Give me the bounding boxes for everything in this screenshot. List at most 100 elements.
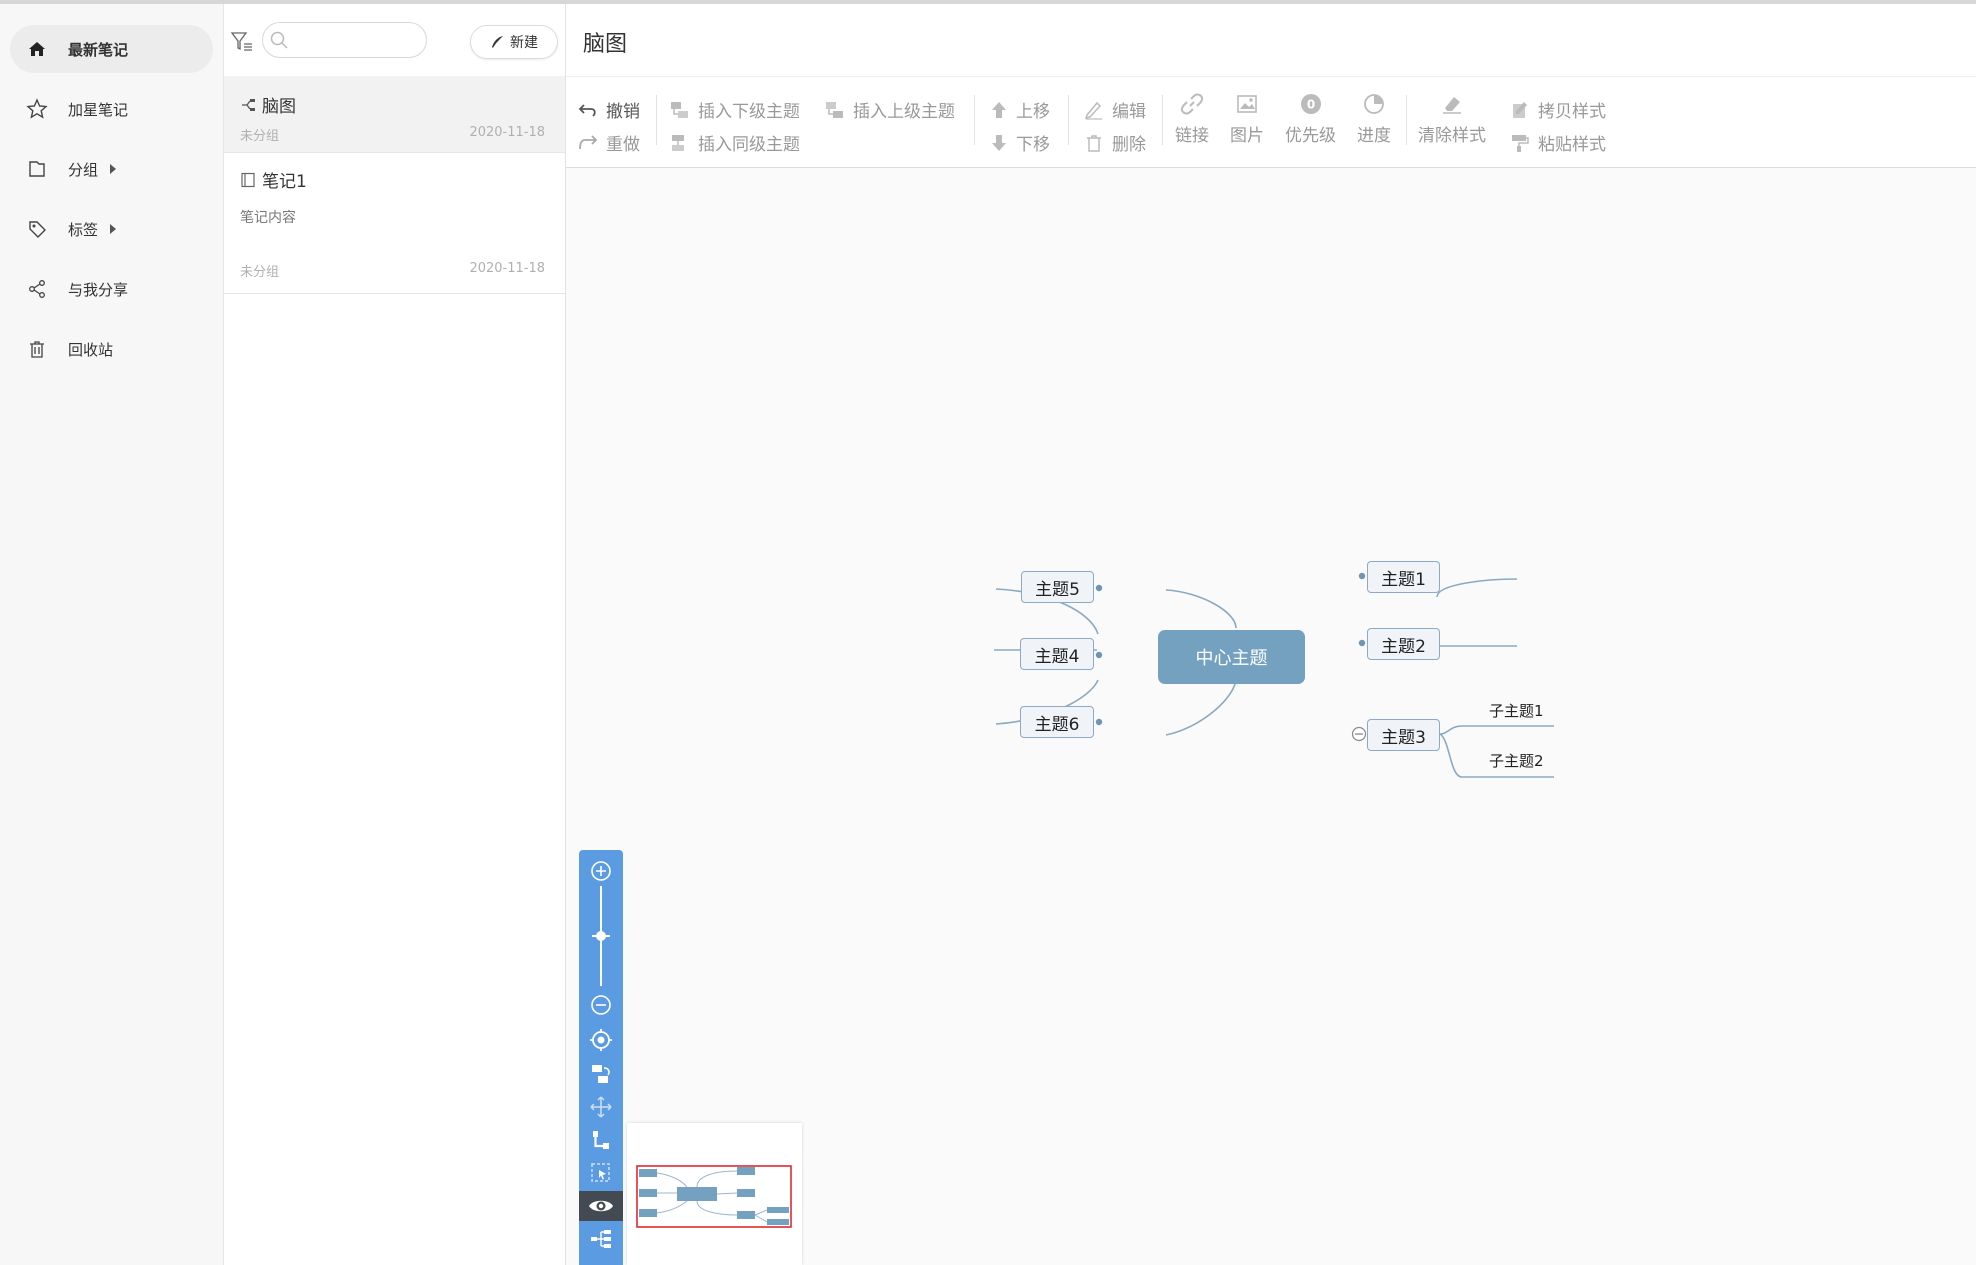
page-title: 脑图 (583, 32, 628, 57)
pencil-icon (1084, 101, 1102, 120)
search-icon (270, 31, 288, 49)
trash-icon (1087, 134, 1101, 152)
mindmap-connectors (994, 578, 1518, 737)
zoom-slider-handle[interactable] (596, 931, 606, 941)
progress-button[interactable]: 进度 (1357, 93, 1391, 146)
paint-roller-icon (1512, 134, 1529, 152)
sidebar: 最新笔记 加星笔记 分组 标签 与我分享 回收站 (0, 4, 224, 1265)
tag-icon (26, 218, 48, 240)
top-border (0, 0, 1976, 4)
note-list-toolbar: 新建 (224, 4, 565, 74)
svg-text:0: 0 (1306, 98, 1314, 112)
minimap[interactable] (627, 1123, 802, 1265)
tree-structure-icon (591, 1230, 611, 1248)
sidebar-item-shared-with-me[interactable]: 与我分享 (10, 265, 213, 313)
toggle-minimap-button[interactable] (579, 1191, 623, 1221)
mindmap-topic-3[interactable]: 主题3 (1367, 719, 1440, 751)
zoom-slider[interactable] (579, 886, 623, 986)
connector-topic3 (1165, 677, 1237, 736)
mindmap-canvas[interactable] (566, 167, 1976, 1265)
priority-icon: 0 (1300, 94, 1321, 114)
connector-style-icon (593, 1131, 609, 1149)
redo-button[interactable]: 重做 (578, 130, 640, 155)
search-box (262, 22, 427, 58)
feather-pen-icon (492, 36, 503, 48)
mindmap-subtopic-2[interactable]: 子主题2 (1489, 752, 1544, 770)
sidebar-item-starred-notes[interactable]: 加星笔记 (10, 85, 213, 133)
image-button[interactable]: 图片 (1230, 93, 1264, 146)
mindmap-center-topic[interactable]: 中心主题 (1158, 630, 1305, 684)
folder-icon (26, 158, 48, 180)
clear-style-button[interactable]: 清除样式 (1418, 93, 1486, 146)
sidebar-item-label: 分组 (68, 160, 99, 179)
priority-button[interactable]: 0 优先级 (1285, 93, 1336, 146)
share-icon (26, 278, 48, 300)
note-group: 未分组 (240, 129, 280, 144)
move-down-button[interactable]: 下移 (990, 130, 1050, 155)
sidebar-item-recycle-bin[interactable]: 回收站 (10, 325, 213, 373)
undo-icon (578, 103, 596, 117)
navigator-bar (579, 850, 623, 1265)
mindmap-topic-1[interactable]: 主题1 (1367, 561, 1440, 593)
outline-view-button[interactable] (579, 1224, 623, 1254)
mindmap-topic-2[interactable]: 主题2 (1367, 628, 1440, 660)
list-item-note-mindmap[interactable]: 脑图 未分组 2020-11-18 (224, 76, 565, 153)
zoom-out-button[interactable] (579, 990, 623, 1020)
mindmap-topic-5[interactable]: 主题5 (1021, 571, 1094, 603)
connector-style-button[interactable] (579, 1125, 623, 1155)
arrow-down-icon (992, 134, 1006, 151)
sidebar-item-tags[interactable]: 标签 (10, 205, 213, 253)
sidebar-item-latest-notes[interactable]: 最新笔记 (10, 25, 213, 73)
new-note-label: 新建 (510, 35, 538, 51)
zoom-in-button[interactable] (579, 856, 623, 886)
copy-style-button[interactable]: 拷贝样式 (1510, 97, 1606, 122)
link-icon (1181, 93, 1203, 115)
list-item-note-1[interactable]: 笔记1 笔记内容 未分组 2020-11-18 (224, 153, 565, 294)
locate-center-button[interactable] (579, 1025, 623, 1055)
note-title: 脑图 (240, 92, 296, 117)
new-note-button[interactable]: 新建 (470, 25, 558, 59)
progress-icon (1364, 94, 1384, 114)
sidebar-item-label: 与我分享 (68, 280, 129, 299)
mindmap-toolbar: 撤销 重做 插入下级主题 插入同级主题 插入上级主题 上移 下移 (566, 76, 1976, 168)
mindmap-topic-4[interactable]: 主题4 (1020, 638, 1094, 670)
search-input[interactable] (293, 31, 417, 49)
mindmap-topic-6[interactable]: 主题6 (1020, 706, 1094, 738)
copy-style-icon (1513, 101, 1527, 118)
toolbar-divider (656, 95, 657, 145)
move-arrows-icon (590, 1096, 612, 1118)
note-list-panel: 新建 脑图 未分组 2020-11-18 笔记1 笔记内容 未分组 2020-1… (224, 4, 566, 1265)
connector-topic1-right (1436, 578, 1518, 598)
note-content-preview: 笔记内容 (240, 210, 296, 226)
insert-parent-topic-button[interactable]: 插入上级主题 (825, 97, 955, 122)
sidebar-item-label: 标签 (68, 220, 99, 239)
toolbar-divider (1406, 95, 1407, 145)
caret-right-icon (110, 164, 117, 174)
paste-style-button[interactable]: 粘贴样式 (1510, 130, 1606, 155)
toolbar-divider (1162, 95, 1163, 145)
insert-child-icon (671, 101, 688, 118)
note-title: 笔记1 (240, 167, 307, 192)
toolbar-divider (1068, 95, 1069, 145)
toolbar-divider (974, 95, 975, 145)
edit-button[interactable]: 编辑 (1084, 97, 1146, 122)
undo-button[interactable]: 撤销 (578, 97, 640, 122)
layout-switch-button[interactable] (579, 1059, 623, 1089)
link-button[interactable]: 链接 (1175, 93, 1209, 146)
mindmap-subtopic-1[interactable]: 子主题1 (1489, 702, 1544, 720)
eye-icon (589, 1200, 613, 1212)
sidebar-item-label: 加星笔记 (68, 100, 129, 119)
insert-child-topic-button[interactable]: 插入下级主题 (670, 97, 800, 122)
delete-button[interactable]: 删除 (1084, 130, 1146, 155)
insert-sibling-icon (672, 134, 684, 151)
move-up-button[interactable]: 上移 (990, 97, 1050, 122)
insert-sibling-topic-button[interactable]: 插入同级主题 (670, 130, 800, 155)
layout-switch-icon (592, 1065, 610, 1083)
select-area-icon (591, 1163, 610, 1182)
star-icon (26, 98, 48, 120)
filter-icon[interactable] (230, 30, 254, 54)
move-canvas-button[interactable] (579, 1092, 623, 1122)
sidebar-item-groups[interactable]: 分组 (10, 145, 213, 193)
select-area-button[interactable] (579, 1158, 623, 1188)
caret-right-icon (110, 224, 117, 234)
